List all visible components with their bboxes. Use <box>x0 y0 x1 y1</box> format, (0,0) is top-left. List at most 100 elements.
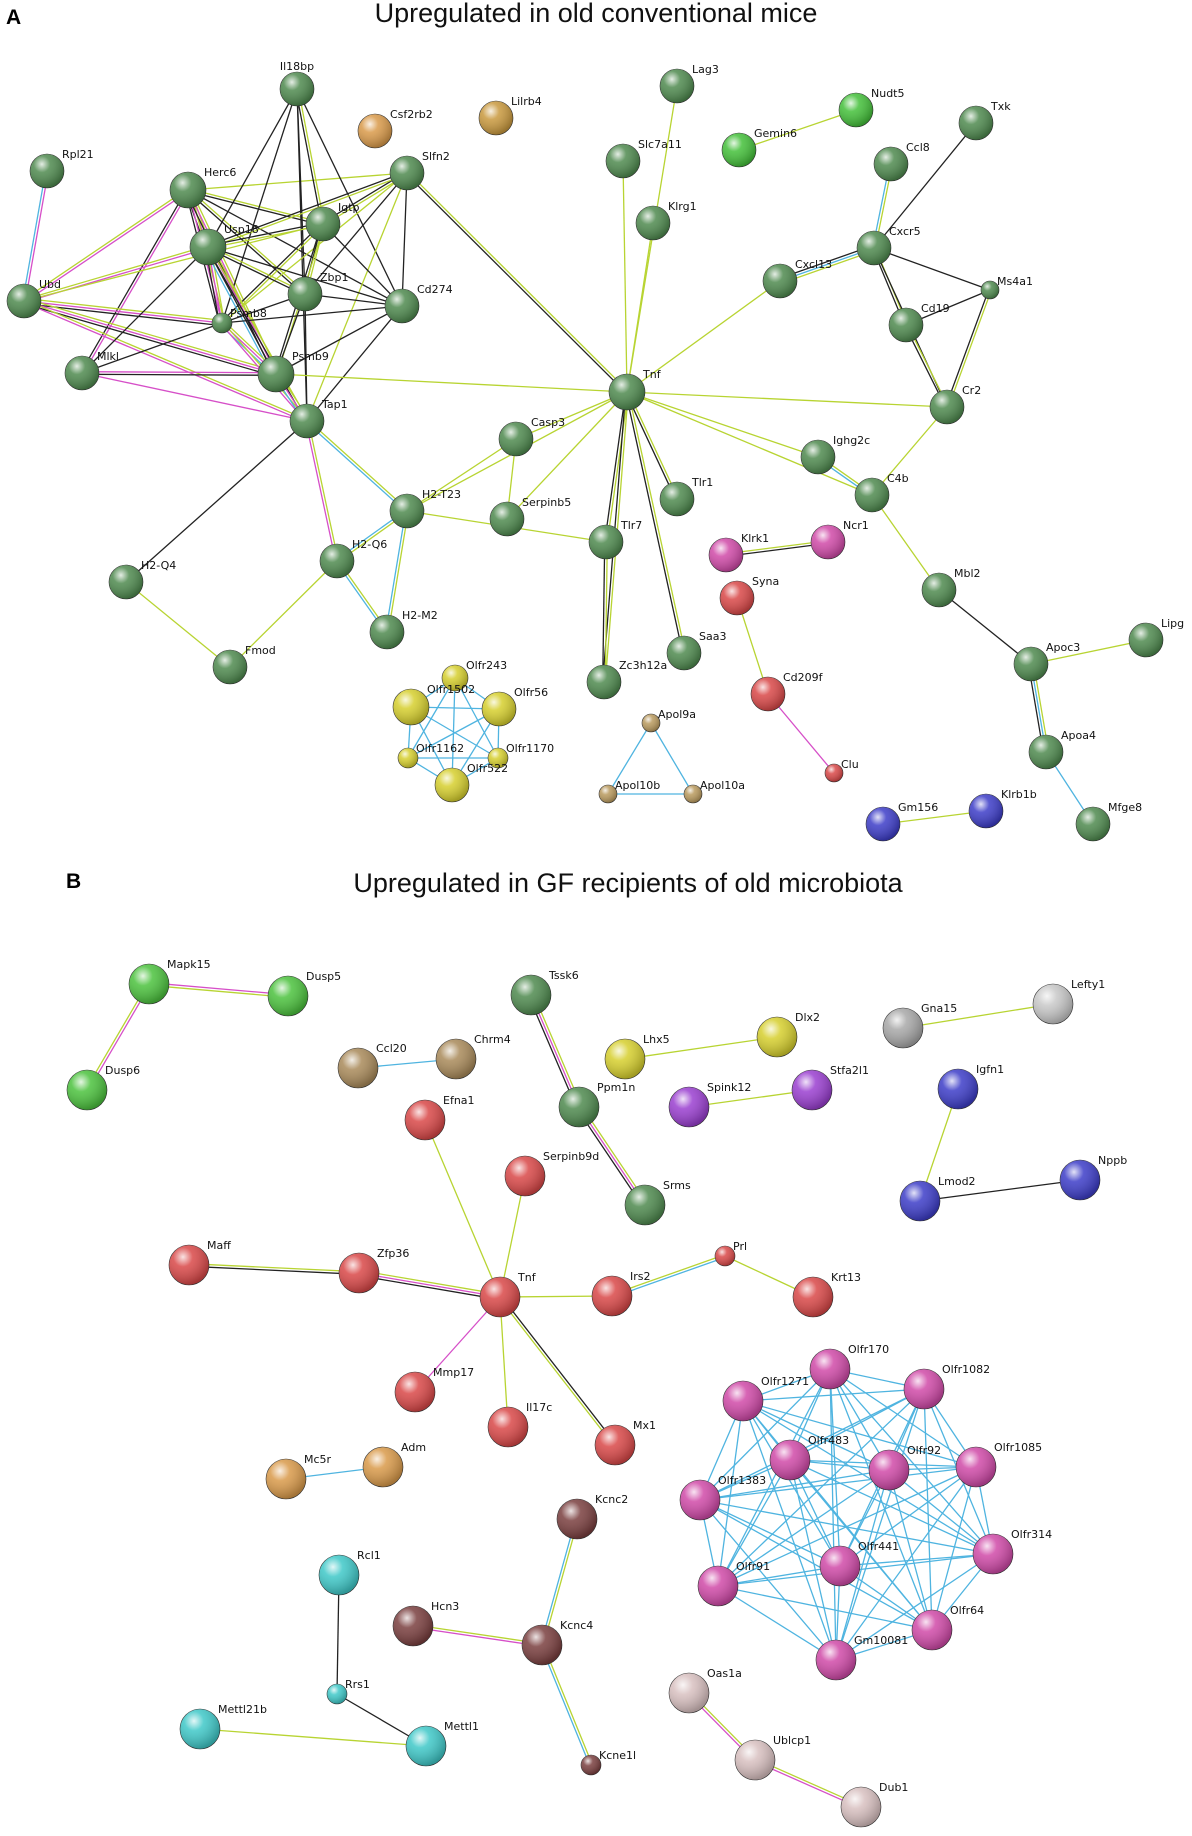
node-apol10a[interactable]: Apol10a <box>683 779 745 804</box>
node-apol9a[interactable]: Apol9a <box>641 708 696 733</box>
node-clu[interactable]: Clu <box>824 758 859 783</box>
node-mettl21b[interactable]: Mettl21b <box>179 1703 267 1750</box>
node-olfr91[interactable]: Olfr91 <box>697 1560 770 1607</box>
node-usp18[interactable]: Usp18 <box>189 223 259 266</box>
node-olfr314[interactable]: Olfr314 <box>972 1528 1052 1575</box>
node-srms[interactable]: Srms <box>624 1179 691 1226</box>
node-olfr483[interactable]: Olfr483 <box>769 1434 849 1481</box>
node-syna[interactable]: Syna <box>719 575 779 616</box>
node-ccl20[interactable]: Ccl20 <box>337 1042 407 1089</box>
node-adm[interactable]: Adm <box>362 1441 426 1488</box>
node-olfr1085[interactable]: Olfr1085 <box>955 1441 1042 1488</box>
node-tssk6[interactable]: Tssk6 <box>510 969 579 1016</box>
node-cr2[interactable]: Cr2 <box>929 384 981 425</box>
node-nudt5[interactable]: Nudt5 <box>838 87 905 128</box>
node-c4b[interactable]: C4b <box>854 472 909 513</box>
node-tlr1[interactable]: Tlr1 <box>659 476 713 517</box>
node-serpinb9d[interactable]: Serpinb9d <box>504 1150 599 1197</box>
node-tlr7[interactable]: Tlr7 <box>588 519 642 560</box>
node-apoc3[interactable]: Apoc3 <box>1013 641 1080 682</box>
node-olfr56[interactable]: Olfr56 <box>481 686 548 727</box>
node-cd274[interactable]: Cd274 <box>384 283 453 324</box>
node-h2-q4[interactable]: H2-Q4 <box>108 559 176 600</box>
node-zbp1[interactable]: Zbp1 <box>287 271 349 312</box>
node-tnf[interactable]: Tnf <box>479 1271 537 1318</box>
node-klrk1[interactable]: Klrk1 <box>708 532 769 573</box>
node-ighg2c[interactable]: Ighg2c <box>800 434 870 475</box>
node-olfr1271[interactable]: Olfr1271 <box>722 1375 809 1422</box>
node-ubd[interactable]: Ubd <box>6 278 61 319</box>
node-slc7a11[interactable]: Slc7a11 <box>605 138 682 179</box>
node-mc5r[interactable]: Mc5r <box>265 1453 332 1500</box>
node-cxcr5[interactable]: Cxcr5 <box>856 225 921 266</box>
node-olfr170[interactable]: Olfr170 <box>809 1343 889 1390</box>
node-kcnc4[interactable]: Kcnc4 <box>521 1619 593 1666</box>
node-olfr522[interactable]: Olfr522 <box>434 762 508 803</box>
node-nppb[interactable]: Nppb <box>1059 1154 1127 1201</box>
node-ccl8[interactable]: Ccl8 <box>873 141 930 182</box>
node-tap1[interactable]: Tap1 <box>289 398 348 439</box>
node-olfr1082[interactable]: Olfr1082 <box>903 1363 990 1410</box>
node-cxcl13[interactable]: Cxcl13 <box>762 258 832 299</box>
node-fmod[interactable]: Fmod <box>212 644 276 685</box>
node-mfge8[interactable]: Mfge8 <box>1075 801 1142 842</box>
node-h2-q6[interactable]: H2-Q6 <box>319 538 387 579</box>
node-krt13[interactable]: Krt13 <box>792 1271 861 1318</box>
node-dusp6[interactable]: Dusp6 <box>66 1064 140 1111</box>
node-h2-m2[interactable]: H2-M2 <box>369 609 438 650</box>
node-prl[interactable]: Prl <box>714 1240 747 1267</box>
node-gm156[interactable]: Gm156 <box>865 801 938 842</box>
node-klrg1[interactable]: Klrg1 <box>635 200 697 241</box>
node-hcn3[interactable]: Hcn3 <box>392 1600 459 1647</box>
node-csf2rb2[interactable]: Csf2rb2 <box>357 108 433 149</box>
node-olfr441[interactable]: Olfr441 <box>819 1540 899 1587</box>
node-mettl1[interactable]: Mettl1 <box>405 1720 479 1767</box>
node-irs2[interactable]: Irs2 <box>591 1270 651 1317</box>
node-gemin6[interactable]: Gemin6 <box>721 127 797 168</box>
node-zc3h12a[interactable]: Zc3h12a <box>586 659 667 700</box>
node-olfr1170[interactable]: Olfr1170 <box>487 742 554 769</box>
node-efna1[interactable]: Efna1 <box>404 1094 475 1141</box>
node-lag3[interactable]: Lag3 <box>659 63 719 104</box>
node-stfa2l1[interactable]: Stfa2l1 <box>791 1064 869 1111</box>
node-mapk15[interactable]: Mapk15 <box>128 958 211 1005</box>
node-olfr92[interactable]: Olfr92 <box>868 1444 941 1491</box>
node-ncr1[interactable]: Ncr1 <box>810 519 869 560</box>
node-igtp[interactable]: Igtp <box>305 201 360 242</box>
node-zfp36[interactable]: Zfp36 <box>338 1247 409 1294</box>
node-olfr64[interactable]: Olfr64 <box>911 1604 984 1651</box>
node-mx1[interactable]: Mx1 <box>594 1419 656 1466</box>
node-igfn1[interactable]: Igfn1 <box>937 1063 1004 1110</box>
node-herc6[interactable]: Herc6 <box>169 166 236 209</box>
node-mmp17[interactable]: Mmp17 <box>394 1366 474 1413</box>
node-maff[interactable]: Maff <box>168 1239 231 1286</box>
node-dusp5[interactable]: Dusp5 <box>267 970 341 1017</box>
node-dub1[interactable]: Dub1 <box>840 1781 908 1828</box>
node-casp3[interactable]: Casp3 <box>498 416 565 457</box>
node-dlx2[interactable]: Dlx2 <box>756 1011 820 1058</box>
node-rcl1[interactable]: Rcl1 <box>318 1549 381 1596</box>
node-lhx5[interactable]: Lhx5 <box>604 1033 670 1080</box>
node-il18bp[interactable]: Il18bp <box>279 60 315 107</box>
node-ublcp1[interactable]: Ublcp1 <box>734 1734 811 1781</box>
node-klrb1b[interactable]: Klrb1b <box>968 788 1037 829</box>
node-apol10b[interactable]: Apol10b <box>598 779 660 804</box>
node-chrm4[interactable]: Chrm4 <box>435 1033 511 1080</box>
node-psmb9[interactable]: Psmb9 <box>257 350 329 393</box>
node-cd209f[interactable]: Cd209f <box>750 671 824 712</box>
node-gm10081[interactable]: Gm10081 <box>815 1634 908 1681</box>
node-spink12[interactable]: Spink12 <box>668 1081 751 1128</box>
node-txk[interactable]: Txk <box>958 100 1011 141</box>
node-rrs1[interactable]: Rrs1 <box>326 1678 370 1705</box>
node-slfn2[interactable]: Slfn2 <box>389 150 450 191</box>
node-apoa4[interactable]: Apoa4 <box>1028 729 1096 770</box>
node-olfr1502[interactable]: Olfr1502 <box>392 683 475 726</box>
node-kcnc2[interactable]: Kcnc2 <box>556 1493 628 1540</box>
node-tnf[interactable]: Tnf <box>608 368 662 411</box>
node-olfr1162[interactable]: Olfr1162 <box>397 742 464 769</box>
node-lipg[interactable]: Lipg <box>1128 617 1184 658</box>
node-kcne1l[interactable]: Kcne1l <box>580 1749 636 1776</box>
node-oas1a[interactable]: Oas1a <box>668 1667 742 1714</box>
node-olfr243[interactable]: Olfr243 <box>441 659 507 692</box>
node-ms4a1[interactable]: Ms4a1 <box>980 275 1033 300</box>
